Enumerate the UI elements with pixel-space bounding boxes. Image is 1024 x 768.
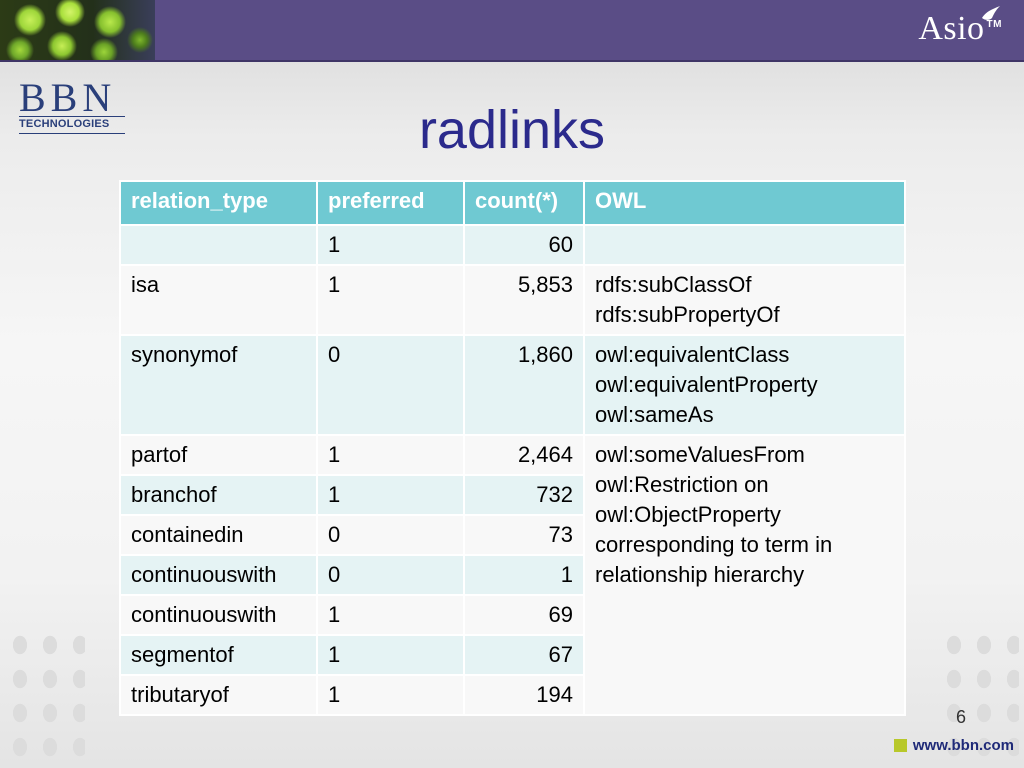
header-count: count(*) [463,180,585,226]
owl-term: owl:equivalentClass [595,342,790,367]
bbn-logo-rule [19,130,125,134]
cell-owl-merged: owl:someValuesFrom owl:Restriction on ow… [583,434,906,716]
owl-term: rdfs:subClassOf [595,272,752,297]
table-row: branchof 1 732 [119,474,905,516]
cell-count: 69 [463,594,585,636]
bbn-logo-subtitle: TECHNOLOGIES [19,116,125,130]
header-preferred: preferred [316,180,465,226]
bbn-logo: BBN TECHNOLOGIES [19,78,125,134]
decorative-dots-left [5,628,85,768]
header-relation-type: relation_type [119,180,318,226]
cell-relation-type: continuouswith [119,594,318,636]
cell-preferred: 1 [316,594,465,636]
cell-preferred: 0 [316,554,465,596]
cell-count: 732 [463,474,585,516]
table-row: segmentof 1 67 [119,634,905,676]
bbn-logo-letters: BBN [19,75,117,120]
cell-preferred: 1 [316,674,465,716]
owl-term: owl:Restriction on [595,472,769,497]
cell-owl: rdfs:subClassOf rdfs:subPropertyOf [583,264,906,336]
table-row: containedin 0 73 [119,514,905,556]
cell-preferred: 1 [316,634,465,676]
table-row: isa 1 5,853 rdfs:subClassOf rdfs:subProp… [119,264,906,336]
cell-relation-type: partof [119,434,318,476]
cell-relation-type: containedin [119,514,318,556]
owl-term: relationship hierarchy [595,562,805,587]
cell-preferred: 1 [316,224,465,266]
cell-relation-type: isa [119,264,318,336]
cell-count: 194 [463,674,585,716]
cell-count: 1 [463,554,585,596]
cell-relation-type: branchof [119,474,318,516]
cell-relation-type [119,224,318,266]
relations-table: relation_type preferred count(*) OWL 1 6… [119,180,906,716]
cell-count: 73 [463,514,585,556]
cell-relation-type: segmentof [119,634,318,676]
cell-relation-type: synonymof [119,334,318,436]
owl-term: corresponding to term in [595,532,833,557]
table-header-row: relation_type preferred count(*) OWL [119,180,906,226]
cell-preferred: 1 [316,474,465,516]
cell-count: 5,853 [463,264,585,336]
bird-icon [982,6,1000,20]
footer-url: www.bbn.com [912,737,1014,754]
owl-term: owl:someValuesFrom [595,442,805,467]
cell-relation-type: continuouswith [119,554,318,596]
footer: www.bbn.com [893,737,1014,754]
cell-preferred: 1 [316,264,465,336]
page-number: 6 [955,707,966,727]
cell-count: 67 [463,634,585,676]
table-row: 1 60 [119,224,906,266]
table-row: continuouswith 0 1 [119,554,905,596]
cell-count: 1,860 [463,334,585,436]
owl-term: rdfs:subPropertyOf [595,302,780,327]
decorative-dots-right [939,628,1019,768]
table-row: synonymof 0 1,860 owl:equivalentClass ow… [119,334,906,436]
cell-preferred: 0 [316,334,465,436]
table-row: partof 1 2,464 owl:someValuesFrom owl:Re… [119,434,906,716]
table-row: tributaryof 1 194 [119,674,905,716]
cell-preferred: 1 [316,434,465,476]
table-row: continuouswith 1 69 [119,594,905,636]
cell-owl: owl:equivalentClass owl:equivalentProper… [583,334,906,436]
owl-term: owl:sameAs [595,402,714,427]
owl-term: owl:ObjectProperty [595,502,781,527]
header-owl: OWL [583,180,906,226]
cell-relation-type: tributaryof [119,674,318,716]
owl-term: owl:equivalentProperty [595,372,818,397]
cell-count: 60 [463,224,585,266]
cell-preferred: 0 [316,514,465,556]
asio-logo-text: Asio [918,10,985,47]
banner-photo [0,0,155,60]
cell-count: 2,464 [463,434,585,476]
cell-owl [583,224,906,266]
asio-trademark: TM [986,18,1002,30]
slide-title: radlinks [418,100,606,160]
footer-square-icon [893,739,907,752]
